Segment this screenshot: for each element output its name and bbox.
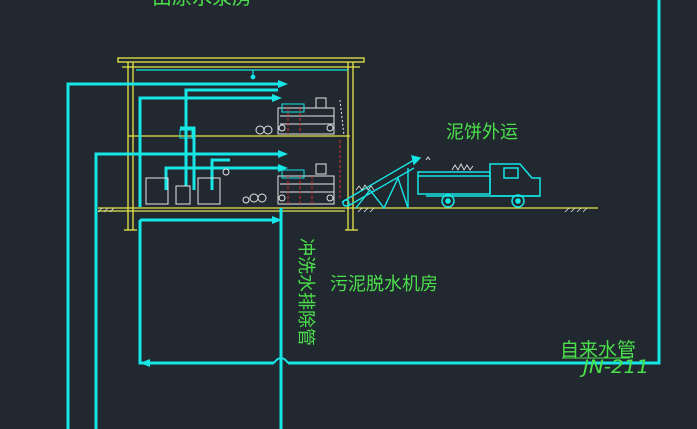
riser-mid [180,126,196,190]
label-room: 污泥脱水机房 [330,274,438,295]
tank-2 [197,177,221,205]
arrow-lower [278,164,288,172]
mixer-top [179,129,193,139]
arrow-feed-left [278,150,288,158]
pipe-crossover [273,357,289,364]
wheel-front [511,194,525,208]
dosing-tanks [145,129,250,205]
press-accents [287,108,341,204]
truck-icon [417,163,541,208]
inner-feed-upper [138,96,272,207]
tank-link-2 [210,158,230,190]
wheel-rear [441,194,455,208]
arrow-feed-mid [272,94,282,102]
conveyor-sludge [355,184,375,191]
belt-conveyor [341,155,422,210]
tank-link [164,166,186,190]
spray-header [136,69,348,80]
arrow-tap [140,359,150,367]
label-top-cut: 由原水泵房 [152,0,252,9]
pipe-network [66,0,661,429]
ground-hatch [97,207,588,213]
building-structure [98,57,598,231]
left-drop [94,152,278,429]
label-tap-water: 自来水管 [560,339,636,361]
pipe-arrows [140,80,288,367]
label-code: JN-211 [579,356,649,378]
tank-3 [175,185,191,205]
flush-drain-pipe [138,220,274,365]
belt-press-upper [255,97,345,137]
label-flush-drain: 冲洗水排除管 [295,238,316,346]
roof-beam [117,57,365,63]
tap-water-pipe [288,0,661,365]
feed-pipe-outer [66,82,278,429]
arrow-flush [272,216,282,224]
arrow-feed-top [278,80,288,88]
tank-1 [145,177,169,205]
inner-loop [184,88,278,186]
truck-cab [489,163,541,197]
truck-sludge-load [425,156,474,171]
label-cake-transport: 泥饼外运 [446,122,518,143]
belt-press-lower [249,163,335,205]
